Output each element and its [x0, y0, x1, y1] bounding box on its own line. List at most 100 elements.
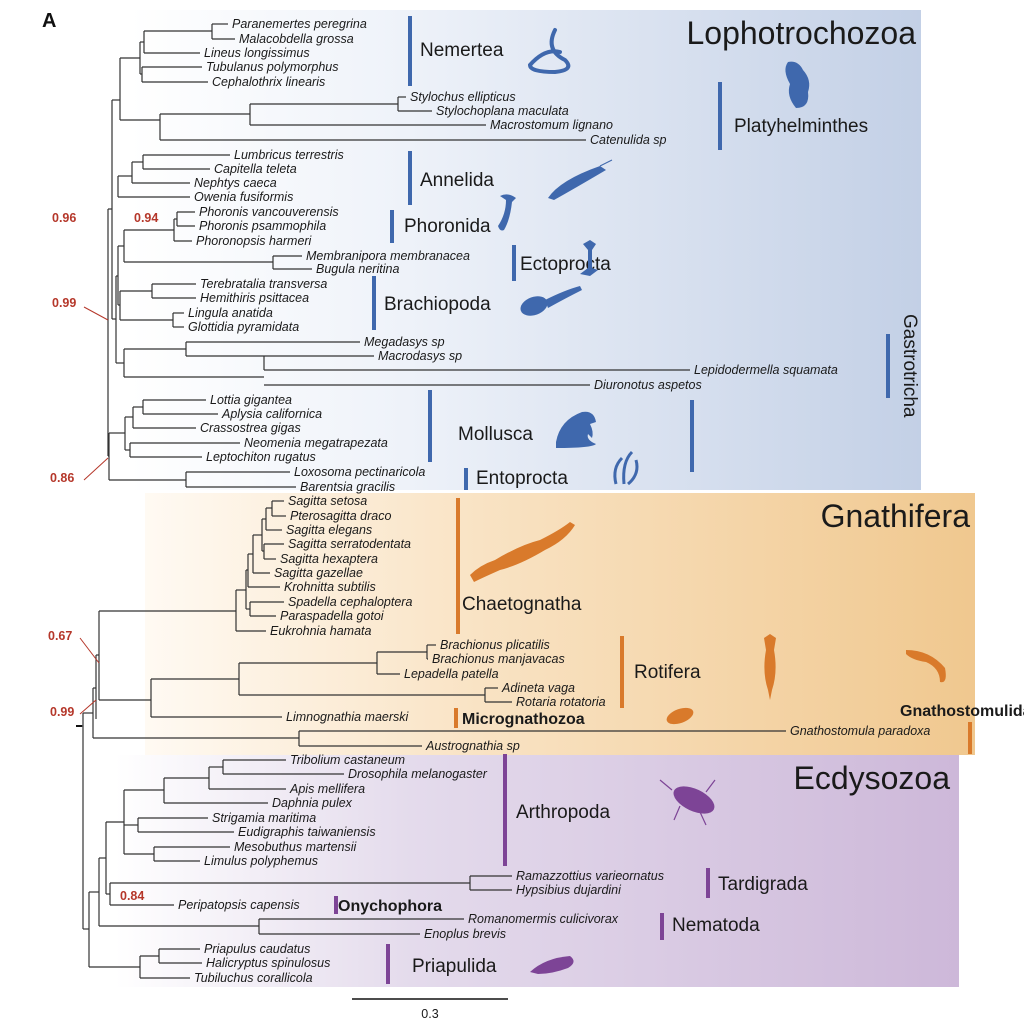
clade-name-gastrotricha: Gastrotricha [899, 314, 920, 418]
taxon-label-neomenia-megatrapezata: Neomenia megatrapezata [244, 436, 388, 450]
mollusc-icon [556, 411, 596, 448]
taxon-label-crassostrea-gigas: Crassostrea gigas [200, 421, 301, 435]
group-title-lophotrochozoa: Lophotrochozoa [686, 15, 916, 51]
clade-bar-chaetognatha [456, 498, 460, 634]
taxon-label-paraspadella-gotoi: Paraspadella gotoi [280, 609, 385, 623]
priapulid-icon [530, 956, 574, 974]
taxon-label-barentsia-gracilis: Barentsia gracilis [300, 480, 395, 494]
taxon-label-membranipora-membranacea: Membranipora membranacea [306, 249, 470, 263]
taxon-label-nephtys-caeca: Nephtys caeca [194, 176, 277, 190]
taxon-label-cephalothrix-linearis: Cephalothrix linearis [212, 75, 325, 89]
taxon-label-pterosagitta-draco: Pterosagitta draco [290, 509, 391, 523]
nemertea-worm-icon [527, 28, 571, 75]
taxon-label-limulus-polyphemus: Limulus polyphemus [204, 854, 318, 868]
clade-bar-onychophora [334, 896, 338, 914]
taxon-label-apis-mellifera: Apis mellifera [289, 782, 365, 796]
taxon-label-aplysia-californica: Aplysia californica [221, 407, 322, 421]
taxon-label-ramazzottius-varieornatus: Ramazzottius varieornatus [516, 869, 664, 883]
taxon-label-enoplus-brevis: Enoplus brevis [424, 927, 506, 941]
clade-bar-brachiopoda [372, 276, 376, 330]
clade-name-priapulida: Priapulida [412, 956, 497, 977]
micrognathozoan-icon [666, 707, 694, 725]
taxon-label-phoronis-psammophila: Phoronis psammophila [199, 219, 326, 233]
clade-name-onychophora: Onychophora [338, 898, 442, 915]
clade-name-platyhelminthes: Platyhelminthes [734, 116, 868, 137]
taxon-label-drosophila-melanogaster: Drosophila melanogaster [348, 767, 488, 781]
clade-bar-nemertea [408, 16, 412, 86]
taxon-label-phoronis-vancouverensis: Phoronis vancouverensis [199, 205, 339, 219]
support-leader-line [83, 457, 109, 481]
taxon-label-glottidia-pyramidata: Glottidia pyramidata [188, 320, 299, 334]
taxon-label-megadasys-sp: Megadasys sp [364, 335, 445, 349]
clade-name-chaetognatha: Chaetognatha [462, 594, 582, 615]
clade-name-nematoda: Nematoda [672, 915, 760, 936]
taxon-label-sagitta-elegans: Sagitta elegans [286, 523, 372, 537]
taxon-label-halicryptus-spinulosus: Halicryptus spinulosus [206, 956, 330, 970]
ecdysozoa-background [115, 755, 959, 987]
taxon-label-macrodasys-sp: Macrodasys sp [378, 349, 462, 363]
support-leader-line [83, 306, 109, 321]
support-leader-line [79, 637, 100, 664]
taxon-label-diuronotus-aspetos: Diuronotus aspetos [594, 378, 702, 392]
clade-name-arthropoda: Arthropoda [516, 802, 610, 823]
taxon-label-phoronopsis-harmeri: Phoronopsis harmeri [196, 234, 313, 248]
clade-bar-annelida [408, 151, 412, 205]
clade-name-entoprocta: Entoprocta [476, 468, 568, 489]
gnathostomulid-icon [906, 650, 946, 683]
clade-bar-platyhelminthes [718, 82, 722, 150]
taxon-label-catenulida-sp: Catenulida sp [590, 133, 666, 147]
fly-icon [659, 779, 716, 826]
support-value: 0.67 [48, 629, 72, 643]
taxon-label-daphnia-pulex: Daphnia pulex [272, 796, 353, 810]
clade-bar-gnathostomulida [968, 722, 972, 754]
taxon-label-mesobuthus-martensii: Mesobuthus martensii [234, 840, 358, 854]
taxon-label-sagitta-hexaptera: Sagitta hexaptera [280, 552, 378, 566]
support-value: 0.86 [50, 471, 74, 485]
clade-bar-micrognathozoa [454, 708, 458, 728]
taxon-label-paranemertes-peregrina: Paranemertes peregrina [232, 17, 367, 31]
support-value: 0.99 [52, 296, 76, 310]
taxon-label-macrostomum-lignano: Macrostomum lignano [490, 118, 613, 132]
clade-name-brachiopoda: Brachiopoda [384, 294, 491, 315]
taxon-label-capitella-teleta: Capitella teleta [214, 162, 297, 176]
taxon-label-leptochiton-rugatus: Leptochiton rugatus [206, 450, 316, 464]
clade-bar-priapulida [386, 944, 390, 984]
taxon-label-austrognathia-sp: Austrognathia sp [425, 739, 520, 753]
scale-bar-label: 0.3 [421, 1007, 438, 1021]
taxon-label-tubulanus-polymorphus: Tubulanus polymorphus [206, 60, 338, 74]
rotifer-icon [764, 634, 776, 700]
clade-name-annelida: Annelida [420, 170, 494, 191]
taxon-label-brachionus-plicatilis: Brachionus plicatilis [440, 638, 550, 652]
taxon-label-hypsibius-dujardini: Hypsibius dujardini [516, 883, 622, 897]
taxon-label-gnathostomula-paradoxa: Gnathostomula paradoxa [790, 724, 930, 738]
support-value: 0.94 [134, 211, 158, 225]
group-title-ecdysozoa: Ecdysozoa [793, 760, 950, 796]
clade-bar-rotifera [620, 636, 624, 708]
taxon-label-loxosoma-pectinaricola: Loxosoma pectinaricola [294, 465, 425, 479]
support-value: 0.84 [120, 889, 144, 903]
ectoproct-icon [580, 240, 598, 276]
phoronid-icon [498, 194, 516, 231]
entoproct-icon [613, 450, 639, 486]
taxon-label-owenia-fusiformis: Owenia fusiformis [194, 190, 293, 204]
support-value: 0.99 [50, 705, 74, 719]
brachiopod-icon [520, 286, 582, 316]
clade-bar-phoronida [390, 210, 394, 243]
tree-branches [78, 23, 786, 979]
flatworm-icon [785, 61, 810, 108]
taxon-label-sagitta-gazellae: Sagitta gazellae [274, 566, 363, 580]
taxon-label-lumbricus-terrestris: Lumbricus terrestris [234, 148, 344, 162]
clade-bar-mollusca [428, 390, 432, 462]
taxon-label-lepadella-patella: Lepadella patella [404, 667, 499, 681]
taxon-label-peripatopsis-capensis: Peripatopsis capensis [178, 898, 300, 912]
taxon-label-priapulus-caudatus: Priapulus caudatus [204, 942, 310, 956]
taxon-label-eudigraphis-taiwaniensis: Eudigraphis taiwaniensis [238, 825, 376, 839]
clade-name-gnathostomulida: Gnathostomulida [900, 703, 1024, 720]
clade-name-phoronida: Phoronida [404, 216, 491, 237]
clade-name-nemertea: Nemertea [420, 40, 504, 61]
taxon-label-sagitta-setosa: Sagitta setosa [288, 494, 367, 508]
clade-bar-nematoda [660, 913, 664, 940]
